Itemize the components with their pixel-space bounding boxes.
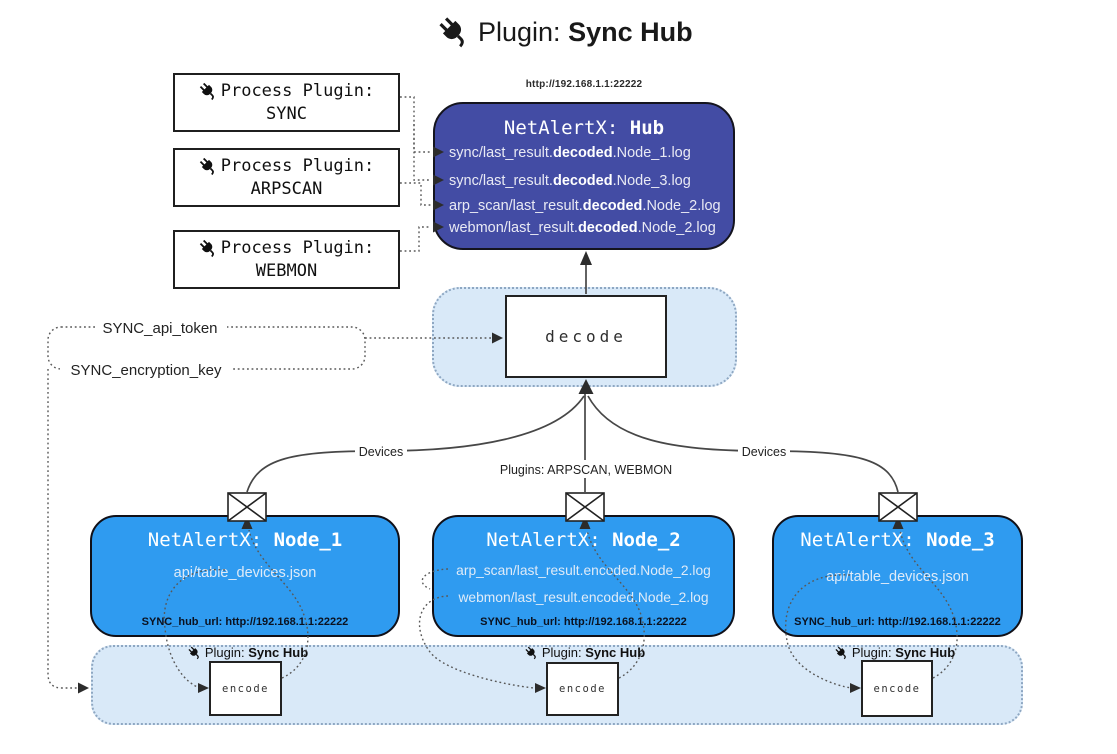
node-title-prefix: NetAlertX:	[486, 529, 613, 551]
node-title-prefix: NetAlertX:	[800, 529, 927, 551]
node-hub-url: SYNC_hub_url: http://192.168.1.1:22222	[794, 616, 1001, 628]
node-title: NetAlertX: Node_2	[434, 529, 733, 551]
node-box-node1: NetAlertX: Node_1 api/table_devices.json…	[90, 515, 400, 637]
log-pre: webmon/last_result.	[449, 220, 578, 236]
sync-label-prefix: Plugin:	[851, 645, 896, 660]
plug-icon	[199, 239, 214, 257]
hub-log-row: sync/last_result.decoded.Node_1.log	[449, 145, 691, 163]
plug-icon	[835, 646, 846, 659]
title-prefix: Plugin:	[478, 17, 561, 47]
node-title: NetAlertX: Node_1	[92, 529, 398, 551]
process-plugin-name: ARPSCAN	[250, 178, 323, 199]
hub-box: NetAlertX: Hub sync/last_result.decoded.…	[433, 102, 735, 250]
log-pre: sync/last_result.	[449, 173, 553, 189]
process-plugin-label: Process Plugin:	[220, 155, 375, 176]
node-to-decode-edges: Devices Devices Plugins: ARPSCAN, WEBMON	[246, 379, 899, 493]
log-post: .Node_2.log	[642, 198, 721, 214]
devices-label-left: Devices	[359, 445, 403, 459]
plugins-label-center: Plugins: ARPSCAN, WEBMON	[500, 463, 672, 477]
node-hub-url: SYNC_hub_url: http://192.168.1.1:22222	[480, 616, 687, 628]
api-token-label: SYNC_api_token	[102, 320, 217, 337]
encryption-key-label: SYNC_encryption_key	[71, 362, 222, 379]
devices-label-right: Devices	[742, 445, 786, 459]
node-title-name: Node_1	[273, 529, 343, 551]
process-plugin-name: SYNC	[266, 103, 307, 124]
hub-log-row: sync/last_result.decoded.Node_3.log	[449, 173, 691, 191]
log-pre: sync/last_result.	[449, 145, 553, 161]
encode-box: encode	[861, 660, 933, 717]
hub-title-name: Hub	[629, 117, 665, 139]
log-bold: decoded	[552, 145, 613, 161]
sync-hub-plugin-label: Plugin: Sync Hub	[525, 645, 645, 660]
process-plugin-box-arpscan: Process Plugin: ARPSCAN	[173, 148, 400, 207]
page-title: Plugin: Sync Hub	[438, 16, 693, 49]
node-title: NetAlertX: Node_3	[774, 529, 1021, 551]
hub-title-prefix: NetAlertX:	[503, 117, 630, 139]
log-pre: arp_scan/last_result.	[449, 198, 583, 214]
sync-label-name: Sync Hub	[248, 645, 309, 660]
sync-hub-plugin-label: Plugin: Sync Hub	[835, 645, 955, 660]
node-title-name: Node_3	[926, 529, 995, 551]
process-plugin-name: WEBMON	[255, 260, 318, 281]
log-bold: decoded	[552, 173, 613, 189]
node-title-prefix: NetAlertX:	[147, 529, 274, 551]
node-box-node3: NetAlertX: Node_3 api/table_devices.json…	[772, 515, 1023, 637]
node-file-line: api/table_devices.json	[173, 565, 317, 581]
hub-log-row: webmon/last_result.decoded.Node_2.log	[449, 220, 716, 238]
sync-label-prefix: Plugin:	[541, 645, 586, 660]
sync-label-name: Sync Hub	[895, 645, 956, 660]
log-bold: decoded	[582, 198, 643, 214]
sync-label-text: Plugin: Sync Hub	[205, 645, 308, 660]
plug-icon	[199, 82, 214, 100]
plug-icon	[199, 157, 214, 175]
sync-label-name: Sync Hub	[585, 645, 646, 660]
encode-box: encode	[209, 661, 282, 716]
hub-title: NetAlertX: Hub	[435, 117, 733, 139]
node-hub-url: SYNC_hub_url: http://192.168.1.1:22222	[141, 616, 349, 628]
log-post: .Node_3.log	[612, 173, 691, 189]
decode-box: decode	[505, 295, 667, 378]
log-post: .Node_1.log	[612, 145, 691, 161]
node-title-name: Node_2	[612, 529, 681, 551]
config-token-connectors: SYNC_api_token SYNC_encryption_key	[47, 318, 503, 694]
sync-label-text: Plugin: Sync Hub	[542, 645, 645, 660]
node-box-node2: NetAlertX: Node_2 arp_scan/last_result.e…	[432, 515, 735, 637]
process-plugin-box-webmon: Process Plugin: WEBMON	[173, 230, 400, 289]
process-plugin-box-sync: Process Plugin: SYNC	[173, 73, 400, 132]
plug-icon	[188, 646, 199, 659]
encode-box: encode	[546, 662, 619, 716]
process-plugin-label: Process Plugin:	[220, 80, 375, 101]
page-title-text: Plugin: Sync Hub	[478, 17, 693, 48]
process-plugin-label: Process Plugin:	[220, 237, 375, 258]
sync-label-text: Plugin: Sync Hub	[852, 645, 955, 660]
sync-hub-plugin-label: Plugin: Sync Hub	[188, 645, 308, 660]
node-file-line: webmon/last_result.encoded.Node_2.log	[458, 590, 709, 605]
plug-icon	[525, 646, 536, 659]
hub-log-row: arp_scan/last_result.decoded.Node_2.log	[449, 198, 721, 216]
title-name: Sync Hub	[568, 17, 693, 47]
log-bold: decoded	[577, 220, 638, 236]
node-file-line: arp_scan/last_result.encoded.Node_2.log	[456, 563, 711, 578]
hub-url-label: http://192.168.1.1:22222	[525, 79, 643, 90]
log-post: .Node_2.log	[637, 220, 716, 236]
node-file-line: api/table_devices.json	[826, 569, 969, 585]
plug-icon	[439, 17, 464, 48]
sync-label-prefix: Plugin:	[204, 645, 249, 660]
